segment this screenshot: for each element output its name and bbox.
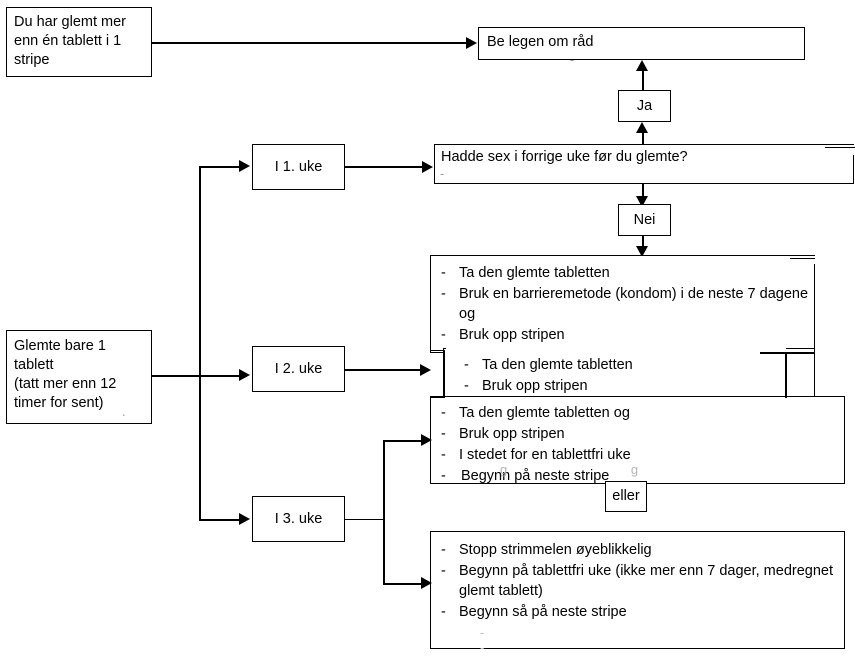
action-box-skip-free-week-bullets: Ta den glemte tabletten og Bruk opp stri… <box>437 403 838 486</box>
arrowhead-trunk-to-week1 <box>239 160 250 172</box>
node-no: Nei <box>618 204 671 236</box>
bullet-item: Bruk en barrieremetode (kondom) i de nes… <box>437 284 808 324</box>
node-week3: I 3. uke <box>252 496 345 542</box>
connector-no-to-barrier <box>642 236 645 250</box>
action-box-stop-strip: Stopp strimmelen øyeblikkelig Begynn på … <box>430 531 845 649</box>
bullet-item: Ta den glemte tabletten <box>437 263 808 283</box>
bullet-item: Bruk opp stripen <box>437 325 808 345</box>
question-sex-notch-line <box>825 147 855 149</box>
arrowhead-no-to-barrier <box>636 246 648 257</box>
arrowhead-trunk-to-week2 <box>239 369 250 381</box>
connector-left-bracket-vertical <box>443 350 445 398</box>
arrowhead-question-to-no <box>636 196 648 207</box>
connector-week2-to-simple-continue <box>345 369 423 372</box>
connector-week3-stub <box>345 519 385 521</box>
connector-trunk-to-week1 <box>199 166 241 169</box>
arrowhead-yes-to-ask-doctor <box>636 60 648 71</box>
connector-week3-split-vertical <box>383 440 386 585</box>
connector-question-to-yes <box>642 130 645 152</box>
arrowhead-week3-to-skip-free-week <box>421 434 432 446</box>
barrier-box-corner-notch <box>790 256 815 264</box>
arrowhead-week2-to-simple-continue <box>420 364 431 376</box>
connector-trunk-to-week3 <box>199 519 241 522</box>
node-ask-doctor-label: Be legen om råd <box>487 34 594 50</box>
connector-week-trunk-vertical <box>199 166 202 521</box>
node-or-label: eller <box>612 488 640 504</box>
connector-yes-to-ask-doctor <box>642 68 645 91</box>
node-week3-label: I 3. uke <box>274 510 323 527</box>
action-box-simple-continue: Ta den glemte tabletten Bruk opp stripen <box>443 348 815 398</box>
bullet-item: Ta den glemte tabletten <box>450 355 808 375</box>
node-no-label: Nei <box>633 211 656 228</box>
action-box-stop-strip-bullets: Stopp strimmelen øyeblikkelig Begynn på … <box>437 540 838 622</box>
bullet-item: Stopp strimmelen øyeblikkelig <box>437 540 838 560</box>
connector-start-to-ask-doctor <box>152 42 468 45</box>
overlap-cover-simple-continue-top <box>446 347 786 351</box>
bullet-item: Begynn på tablettfri uke (ikke mer enn 7… <box>437 561 838 601</box>
artifact-mark-ask-doctor: - <box>570 52 575 67</box>
node-week2-label: I 2. uke <box>274 360 323 377</box>
bullet-item: Bruk opp stripen <box>450 376 808 396</box>
artifact-mark-question-sex: - <box>440 166 445 181</box>
connector-right-top-stub <box>760 352 815 354</box>
action-box-skip-free-week: Ta den glemte tabletten og Bruk opp stri… <box>430 396 845 486</box>
connector-week3-to-skip-free-week <box>383 440 423 443</box>
connector-question-to-no <box>642 184 645 200</box>
arrowhead-question-to-yes <box>636 122 648 133</box>
connector-week3-to-stop-strip <box>383 583 423 586</box>
action-box-simple-continue-bullets: Ta den glemte tabletten Bruk opp stripen <box>450 355 808 396</box>
node-or: eller <box>605 481 647 512</box>
bullet-item: Begynn på neste stripe <box>437 466 838 486</box>
arrowhead-trunk-to-week3 <box>239 513 250 525</box>
artifact-marks-skip-free-week: g g <box>500 462 699 477</box>
bullet-item: I stedet for en tablettfri uke <box>437 445 838 465</box>
connector-left-bracket-bottom <box>430 397 444 399</box>
artifact-marks-stop-strip: - - <box>480 625 655 655</box>
connector-trunk-to-week2 <box>199 375 241 378</box>
connector-right-vertical-stack <box>785 352 787 398</box>
node-week1: I 1. uke <box>252 144 345 190</box>
node-week1-label: I 1. uke <box>274 158 323 175</box>
connector-left-bracket-top <box>430 350 444 352</box>
barrier-box-notch-line <box>790 258 815 260</box>
artifact-mark-start-missed-one: . <box>122 404 126 419</box>
bullet-item: Ta den glemte tabletten og <box>437 403 838 423</box>
node-question-sex: Hadde sex i forrige uke før du glemte? <box>434 144 854 184</box>
node-question-sex-label: Hadde sex i forrige uke før du glemte? <box>441 149 688 165</box>
arrowhead-week1-to-question <box>422 161 433 173</box>
node-week2: I 2. uke <box>252 346 345 392</box>
node-yes: Ja <box>618 90 671 122</box>
bullet-item: Bruk opp stripen <box>437 424 838 444</box>
node-ask-doctor: Be legen om råd <box>478 27 805 60</box>
action-box-barrier-method: Ta den glemte tabletten Bruk en barriere… <box>430 255 815 353</box>
node-yes-label: Ja <box>636 97 653 114</box>
action-box-barrier-method-bullets: Ta den glemte tabletten Bruk en barriere… <box>437 263 808 345</box>
connector-week1-to-question <box>345 166 423 169</box>
arrowhead-start-to-ask-doctor <box>466 37 477 49</box>
bullet-item: Begynn så på neste stripe <box>437 602 838 622</box>
arrowhead-week3-to-stop-strip <box>421 577 432 589</box>
question-sex-corner-notch <box>825 145 855 155</box>
